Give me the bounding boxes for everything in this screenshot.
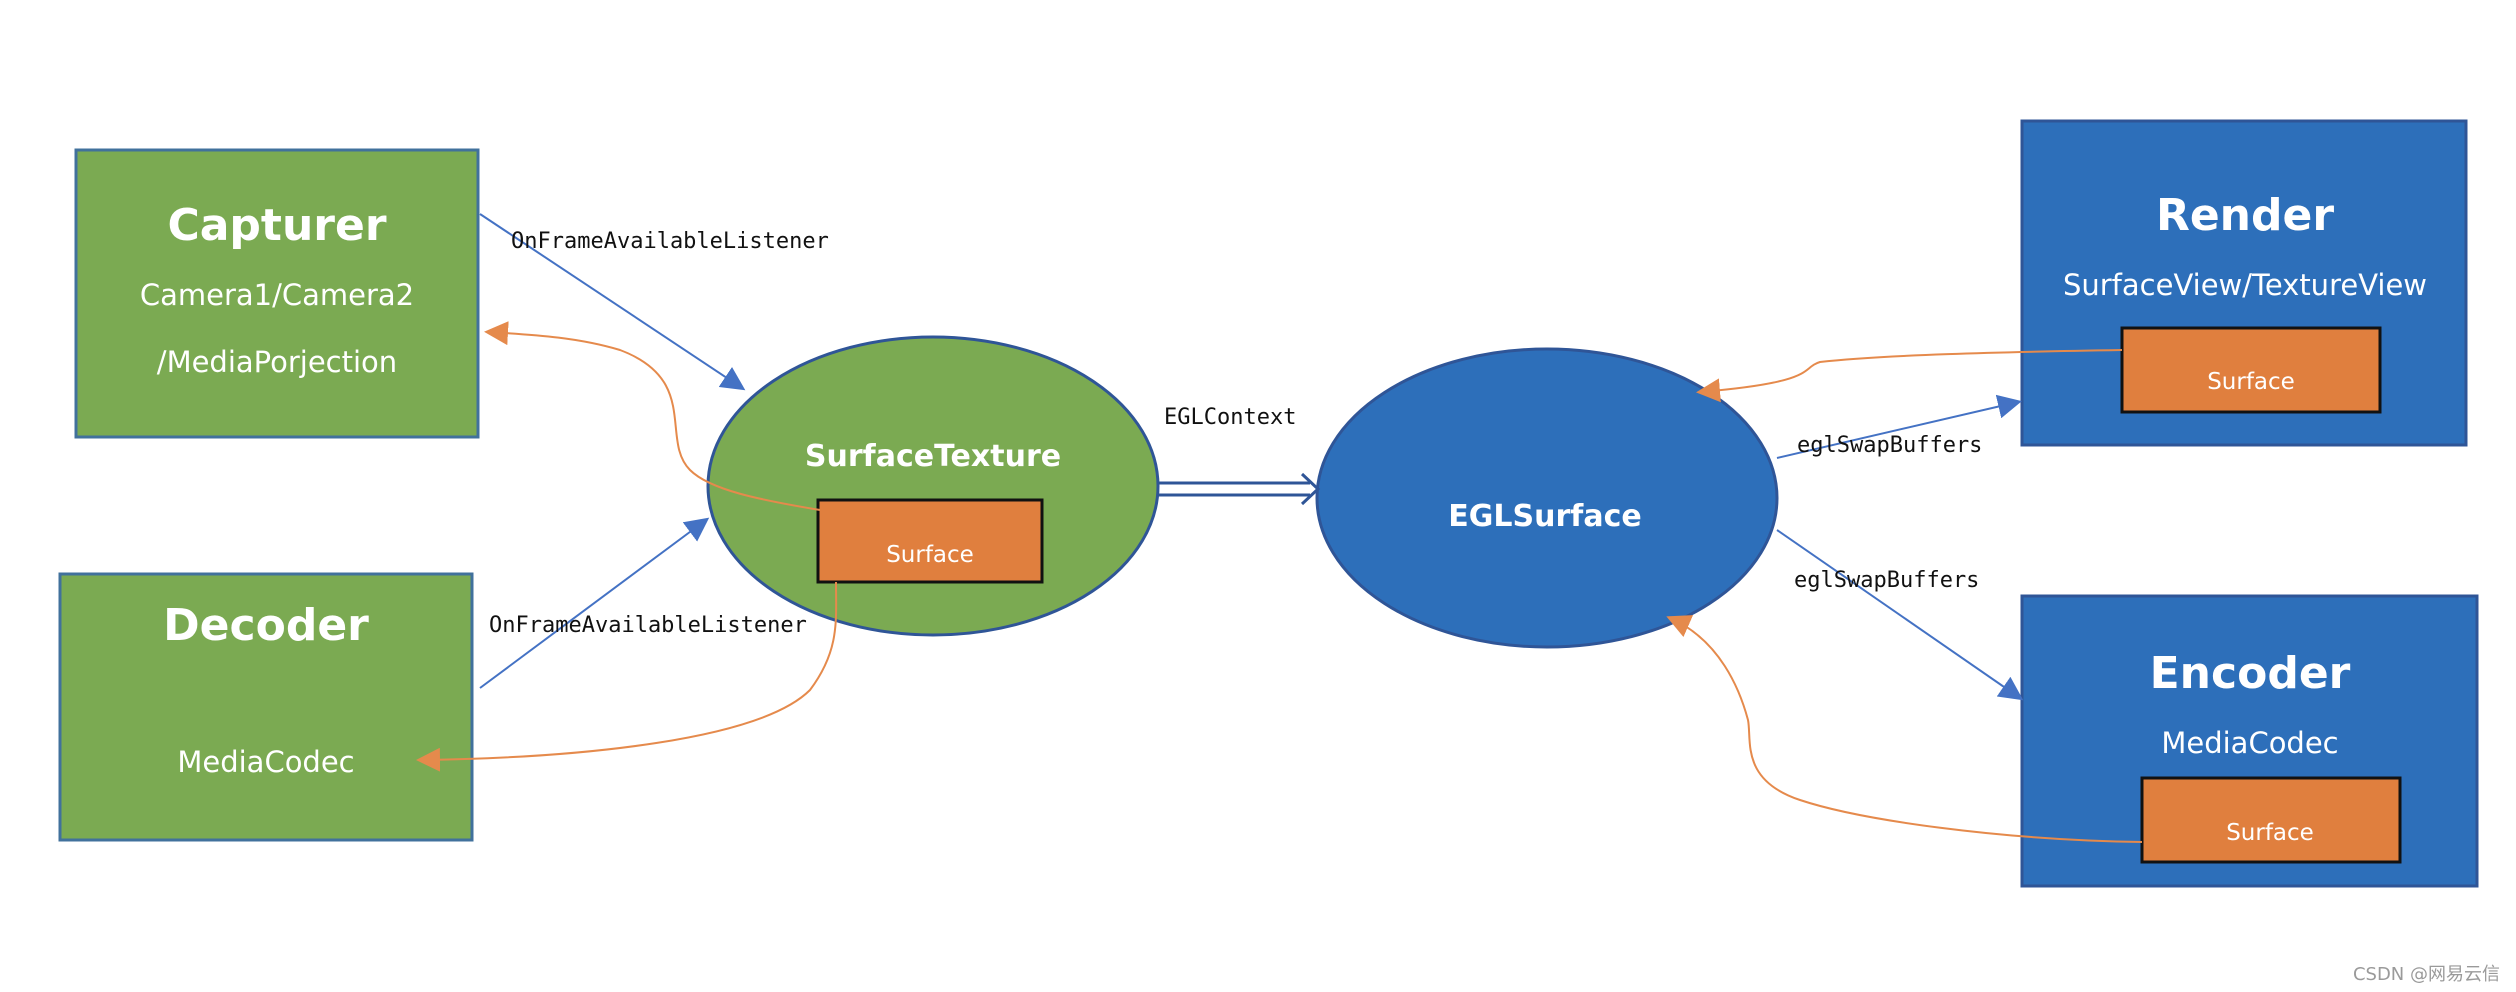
encoder-surface-to-egl-curve [1666,615,2143,843]
surface-texture-surface-box [816,498,1044,584]
capturer-to-surfacetexture-arrow [479,213,746,391]
capturer-listener-label: OnFrameAvailableListener [511,229,829,254]
encoder-line1: MediaCodec [2161,726,2338,760]
decoder-line1: MediaCodec [177,745,354,779]
surface-to-decoder-curve [416,581,838,772]
surface-texture-surface-label: Surface [886,542,974,568]
capturer-title: Capturer [167,200,386,251]
watermark: CSDN @网易云信 [2353,964,2500,985]
egl-to-render-arrow [1776,394,2022,459]
surface-texture-title: SurfaceTexture [805,439,1061,474]
capturer-line2: /MediaPorjection [157,345,397,379]
swap-encoder-label: eglSwapBuffers [1794,568,1979,593]
render-surface-box [2120,326,2382,414]
egl-to-encoder-arrow [1776,529,2024,701]
encoder-surface-box [2140,776,2402,864]
decoder-to-surfacetexture-arrow [479,517,710,689]
egl-surface-node: EGLSurface [1315,347,1779,649]
encoder-title: Encoder [2150,648,2351,699]
decoder-box: Decoder MediaCodec [58,572,474,842]
render-surface-to-egl-curve [1696,349,2123,403]
encoder-box: Encoder MediaCodec Surface [2020,594,2479,888]
egl-context-label: EGLContext [1164,405,1296,430]
surface-texture-node: SurfaceTexture Surface [706,335,1160,637]
render-title: Render [2156,190,2334,241]
render-box: Render SurfaceView/TextureView Surface [2020,119,2468,447]
egl-surface-title: EGLSurface [1448,499,1641,534]
egl-context-arrow [1158,472,1321,506]
decoder-title: Decoder [163,600,369,651]
decoder-listener-label: OnFrameAvailableListener [489,613,807,638]
render-surface-label: Surface [2207,369,2295,395]
encoder-surface-label: Surface [2226,820,2314,846]
capturer-line1: Camera1/Camera2 [140,278,414,312]
render-line1: SurfaceView/TextureView [2063,268,2427,302]
swap-render-label: eglSwapBuffers [1797,433,1982,458]
surface-to-capturer-curve [484,321,821,511]
capturer-box: Capturer Camera1/Camera2 /MediaPorjectio… [74,148,480,439]
